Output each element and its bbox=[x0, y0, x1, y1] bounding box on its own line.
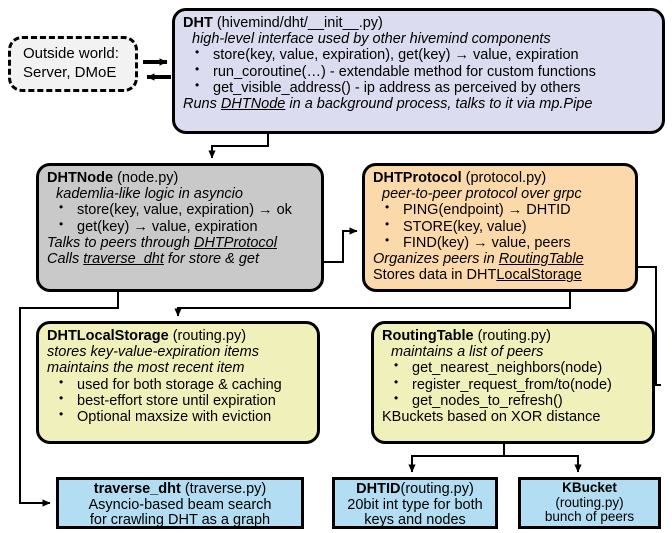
dhtprotocol-name: DHTProtocol bbox=[373, 170, 462, 186]
dhtprotocol-file: (protocol.py) bbox=[465, 170, 547, 186]
node-dht[interactable]: DHT (hivemind/dht/__init__.py) high-leve… bbox=[172, 8, 665, 134]
dhtnode-footer-2: Calls traverse_dht for store & get bbox=[47, 251, 315, 267]
dht-footer: Runs DHTNode in a background process, ta… bbox=[183, 96, 656, 112]
connector-routingtable-to-kbucket bbox=[504, 455, 582, 473]
dhtlocalstorage-bullet-1: best-effort store until expiration bbox=[47, 392, 311, 409]
node-dhtprotocol[interactable]: DHTProtocol (protocol.py) peer-to-peer p… bbox=[362, 163, 638, 292]
dhtprotocol-footer-link-localstorage[interactable]: LocalStorage bbox=[496, 267, 582, 284]
dhtlocalstorage-bullet-2: Optional maxsize with eviction bbox=[47, 408, 311, 425]
routingtable-bullets: get_nearest_neighbors(node) register_req… bbox=[382, 359, 646, 409]
node-dhtid[interactable]: DHTID(routing.py) 20bit int type for bot… bbox=[332, 477, 498, 529]
node-outside-world[interactable]: Outside world: Server, DMoE bbox=[8, 36, 138, 92]
dhtid-line2: 20bit int type for both bbox=[347, 496, 483, 513]
dht-bullets: store(key, value, expiration), get(key) … bbox=[183, 46, 656, 96]
dhtprotocol-footer-2: Stores data in DHTLocalStorage bbox=[373, 267, 629, 283]
connector-dhtprotocol-to-dhtlocalstorage bbox=[174, 292, 571, 317]
dhtprotocol-footer2-pre: Stores data in DHT bbox=[373, 267, 497, 284]
traverse-line3: for crawling DHT as a graph bbox=[89, 512, 271, 529]
kbucket-file: (routing.py) bbox=[555, 494, 624, 510]
dhtprotocol-subtitle: peer-to-peer protocol over grpc bbox=[382, 186, 582, 203]
routingtable-bullet-1: register_request_from/to(node) bbox=[382, 376, 646, 393]
dhtprotocol-bullet-2: FIND(key) → value, peers bbox=[373, 234, 629, 251]
dht-subtitle: high-level interface used by other hivem… bbox=[192, 31, 551, 48]
dhtnode-footer-1: Talks to peers through DHTProtocol bbox=[47, 235, 315, 251]
dhtprotocol-bullets: PING(endpoint) → DHTID STORE(key, value)… bbox=[373, 201, 629, 251]
dhtlocalstorage-name: DHTLocalStorage bbox=[47, 328, 169, 344]
routingtable-bullet-0: get_nearest_neighbors(node) bbox=[382, 359, 646, 376]
dhtnode-bullet-0: store(key, value, expiration) → ok bbox=[47, 201, 315, 218]
node-dhtnode[interactable]: DHTNode (node.py) kademlia-like logic in… bbox=[36, 163, 324, 292]
dhtprotocol-title: DHTProtocol (protocol.py) bbox=[373, 170, 629, 186]
routingtable-subtitle: maintains a list of peers bbox=[391, 344, 544, 361]
dhtprotocol-bullet-0: PING(endpoint) → DHTID bbox=[373, 201, 629, 218]
dhtnode-name: DHTNode bbox=[47, 170, 114, 186]
dhtnode-footer2-pre: Calls bbox=[47, 251, 84, 268]
connector-routingtable-to-dhtid bbox=[408, 444, 505, 473]
dht-bullet-2: get_visible_address() - ip address as pe… bbox=[183, 79, 656, 96]
dhtnode-footer2-post: for store & get bbox=[163, 251, 259, 268]
dhtlocalstorage-title: DHTLocalStorage (routing.py) bbox=[47, 328, 311, 344]
dhtid-name: DHTID bbox=[356, 481, 401, 497]
dhtlocalstorage-subtitle-1: stores key-value-expiration items bbox=[47, 344, 259, 361]
traverse-title: traverse_dht (traverse.py) bbox=[59, 481, 301, 498]
outside-world-line2: Server, DMoE bbox=[23, 64, 117, 81]
dhtnode-bullets: store(key, value, expiration) → ok get(k… bbox=[47, 201, 315, 235]
dht-file: (hivemind/dht/__init__.py) bbox=[216, 15, 383, 31]
dhtlocalstorage-bullet-0: used for both storage & caching bbox=[47, 376, 311, 393]
dht-footer-pre: Runs bbox=[183, 96, 221, 113]
outside-world-line1: Outside world: bbox=[23, 45, 119, 63]
dhtnode-title: DHTNode (node.py) bbox=[47, 170, 315, 186]
node-traverse-dht[interactable]: traverse_dht (traverse.py) Asyncio-based… bbox=[56, 477, 304, 529]
dhtnode-footer1-pre: Talks to peers through bbox=[47, 234, 194, 251]
dhtnode-footer-link-dhtprotocol[interactable]: DHTProtocol bbox=[193, 234, 277, 251]
dht-footer-post: in a background process, talks to it via… bbox=[285, 96, 593, 113]
dhtprotocol-footer1-pre: Organizes peers in bbox=[373, 251, 499, 268]
dht-title: DHT (hivemind/dht/__init__.py) bbox=[183, 15, 656, 31]
dhtprotocol-bullet-1: STORE(key, value) bbox=[373, 218, 629, 235]
routingtable-title: RoutingTable (routing.py) bbox=[382, 328, 646, 344]
routingtable-footer: KBuckets based on XOR distance bbox=[382, 409, 601, 426]
dhtnode-bullet-1: get(key) → value, expiration bbox=[47, 218, 315, 235]
node-dhtlocalstorage[interactable]: DHTLocalStorage (routing.py) stores key-… bbox=[36, 321, 320, 444]
traverse-file: (traverse.py) bbox=[184, 481, 267, 497]
kbucket-name: KBucket bbox=[562, 480, 617, 495]
dhtlocalstorage-bullets: used for both storage & caching best-eff… bbox=[47, 376, 311, 426]
routingtable-file: (routing.py) bbox=[477, 328, 551, 344]
dhtid-line3: keys and nodes bbox=[364, 512, 466, 529]
dhtprotocol-footer-link-routingtable[interactable]: RoutingTable bbox=[498, 251, 584, 268]
dht-name: DHT bbox=[183, 15, 213, 31]
dhtid-file: (routing.py) bbox=[400, 481, 474, 497]
dht-bullet-0: store(key, value, expiration), get(key) … bbox=[183, 46, 656, 63]
kbucket-line3: bunch of peers bbox=[544, 509, 635, 525]
routingtable-name: RoutingTable bbox=[382, 328, 474, 344]
node-routingtable[interactable]: RoutingTable (routing.py) maintains a li… bbox=[371, 321, 655, 444]
node-kbucket[interactable]: KBucket (routing.py) bunch of peers bbox=[518, 477, 661, 529]
dhtnode-subtitle: kademlia-like logic in asyncio bbox=[56, 186, 243, 203]
dht-bullet-1: run_coroutine(…) - extendable method for… bbox=[183, 63, 656, 80]
dhtlocalstorage-subtitle-2: maintains the most recent item bbox=[47, 360, 245, 377]
dhtnode-footer-link-traverse-dht[interactable]: traverse_dht bbox=[83, 251, 164, 268]
traverse-line2: Asyncio-based beam search bbox=[88, 496, 272, 513]
routingtable-bullet-2: get_nodes_to_refresh() bbox=[382, 392, 646, 409]
dhtlocalstorage-file: (routing.py) bbox=[172, 328, 247, 344]
dhtnode-file: (node.py) bbox=[117, 170, 179, 186]
dht-footer-link-dhtnode[interactable]: DHTNode bbox=[220, 96, 286, 113]
dhtprotocol-footer-1: Organizes peers in RoutingTable bbox=[373, 251, 629, 267]
traverse-name: traverse_dht bbox=[93, 481, 181, 497]
dhtid-title: DHTID(routing.py) bbox=[335, 481, 495, 498]
